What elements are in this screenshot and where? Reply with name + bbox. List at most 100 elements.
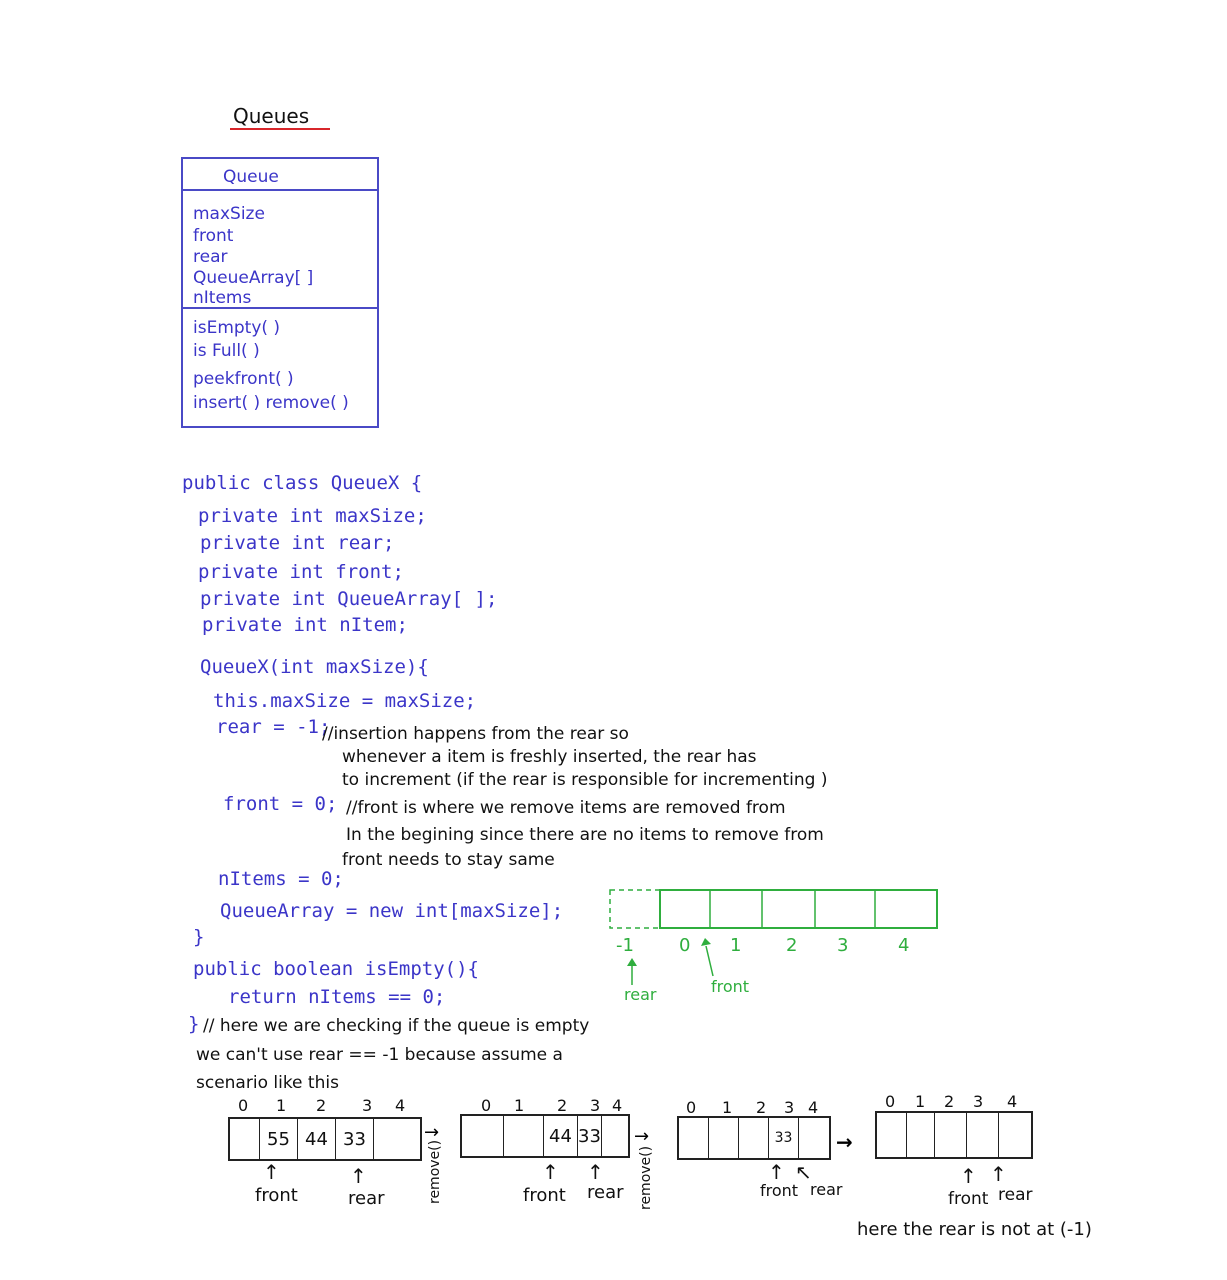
uml-method: is Full( ) [193, 341, 260, 361]
code-brace: } [188, 1013, 200, 1035]
code-field: private int QueueArray[ ]; [200, 588, 498, 610]
uml-divider [183, 189, 377, 191]
array-cell [877, 1113, 907, 1157]
index-label: 0 [885, 1092, 896, 1111]
rear-label: rear [810, 1180, 843, 1199]
green-rear-label: rear [624, 985, 657, 1004]
uml-method: isEmpty( ) [193, 318, 281, 338]
green-index: 0 [679, 935, 691, 956]
uml-method: insert( ) remove( ) [193, 393, 349, 413]
array-cell [935, 1113, 967, 1157]
index-label: 0 [238, 1096, 249, 1115]
green-index: 2 [786, 935, 798, 956]
front-arrow [705, 945, 714, 977]
uml-field: QueueArray[ ] [193, 268, 314, 288]
array-cell: 33 [769, 1118, 799, 1158]
rear-label: rear [998, 1185, 1033, 1205]
uml-method: peekfront( ) [193, 369, 294, 389]
front-label: front [523, 1185, 566, 1206]
queue-array: 44 33 [460, 1114, 630, 1158]
code-line: front = 0; [223, 793, 338, 815]
index-label: 3 [784, 1098, 795, 1117]
right-arrow: → [836, 1130, 853, 1154]
array-cell [679, 1118, 709, 1158]
green-front-label: front [711, 977, 750, 996]
title-underline [230, 128, 330, 130]
up-arrow: ↑ [587, 1160, 604, 1184]
queue-array: 55 44 33 [228, 1117, 422, 1161]
index-label: 1 [915, 1092, 926, 1111]
uml-class-box: Queue maxSize front rear QueueArray[ ] n… [181, 157, 379, 428]
code-field: private int maxSize; [198, 505, 427, 527]
remove-action-label: remove() [427, 1139, 443, 1204]
explain-text: // here we are checking if the queue is … [203, 1016, 590, 1036]
green-array-diagram [609, 889, 938, 985]
array-cell [462, 1116, 504, 1156]
up-arrow: ↑ [768, 1160, 785, 1184]
uml-field: nItems [193, 288, 252, 308]
uml-field: maxSize [193, 204, 265, 224]
uml-field: front [193, 226, 234, 246]
rear-label: rear [348, 1188, 385, 1209]
array-cell [799, 1118, 829, 1158]
code-field: private int nItem; [202, 614, 408, 636]
code-method-decl: public boolean isEmpty(){ [193, 958, 479, 980]
index-label: 4 [808, 1098, 819, 1117]
uml-field: rear [193, 247, 228, 267]
front-label: front [948, 1189, 989, 1209]
array-cell [907, 1113, 935, 1157]
code-line: nItems = 0; [218, 868, 344, 890]
code-field: private int front; [198, 561, 404, 583]
code-line: this.maxSize = maxSize; [213, 690, 477, 712]
code-line: QueueArray = new int[maxSize]; [220, 900, 564, 922]
index-label: 3 [362, 1096, 373, 1115]
array-cell: 44 [544, 1116, 578, 1156]
up-arrow: ↖ [795, 1160, 812, 1184]
code-line: rear = -1; [216, 716, 331, 738]
up-arrow: ↑ [990, 1162, 1007, 1186]
green-index: 1 [730, 935, 742, 956]
code-brace: } [193, 926, 205, 948]
array-cell [602, 1116, 628, 1156]
uml-class-name: Queue [223, 167, 279, 187]
code-comment: front needs to stay same [342, 850, 555, 870]
array-cell [739, 1118, 769, 1158]
array-cell [967, 1113, 999, 1157]
right-arrow: → [634, 1126, 650, 1147]
up-arrow: ↑ [960, 1164, 977, 1188]
front-label: front [760, 1181, 799, 1200]
code-comment: In the begining since there are no items… [346, 825, 824, 845]
array-cell [374, 1119, 420, 1159]
index-label: 3 [590, 1096, 601, 1115]
index-label: 1 [722, 1098, 733, 1117]
green-index: 3 [837, 935, 849, 956]
code-comment: //front is where we remove items are rem… [346, 798, 786, 818]
array-cell [230, 1119, 260, 1159]
index-label: 0 [481, 1096, 492, 1115]
explain-text: scenario like this [196, 1073, 339, 1093]
front-label: front [255, 1185, 298, 1206]
array-cell: 55 [260, 1119, 298, 1159]
index-label: 2 [557, 1096, 568, 1115]
index-label: 4 [612, 1096, 623, 1115]
index-label: 3 [973, 1092, 984, 1111]
green-index: 4 [898, 935, 910, 956]
index-label: 4 [395, 1096, 406, 1115]
page-title: Queues [233, 104, 310, 128]
code-class-decl: public class QueueX { [182, 472, 423, 494]
array-cell [504, 1116, 544, 1156]
up-arrow: ↑ [350, 1164, 367, 1188]
array-cell: 33 [578, 1116, 602, 1156]
queue-array [875, 1111, 1033, 1159]
up-arrow: ↑ [263, 1160, 280, 1184]
right-arrow: → [424, 1122, 440, 1143]
index-label: 2 [316, 1096, 327, 1115]
index-label: 2 [944, 1092, 955, 1111]
code-comment: //insertion happens from the rear so [322, 724, 629, 744]
array-cell: 44 [298, 1119, 336, 1159]
index-label: 1 [514, 1096, 525, 1115]
code-constructor: QueueX(int maxSize){ [200, 656, 429, 678]
remove-action-label: remove() [638, 1145, 654, 1210]
array-outline [659, 889, 938, 929]
explain-text: we can't use rear == -1 because assume a [196, 1045, 563, 1065]
